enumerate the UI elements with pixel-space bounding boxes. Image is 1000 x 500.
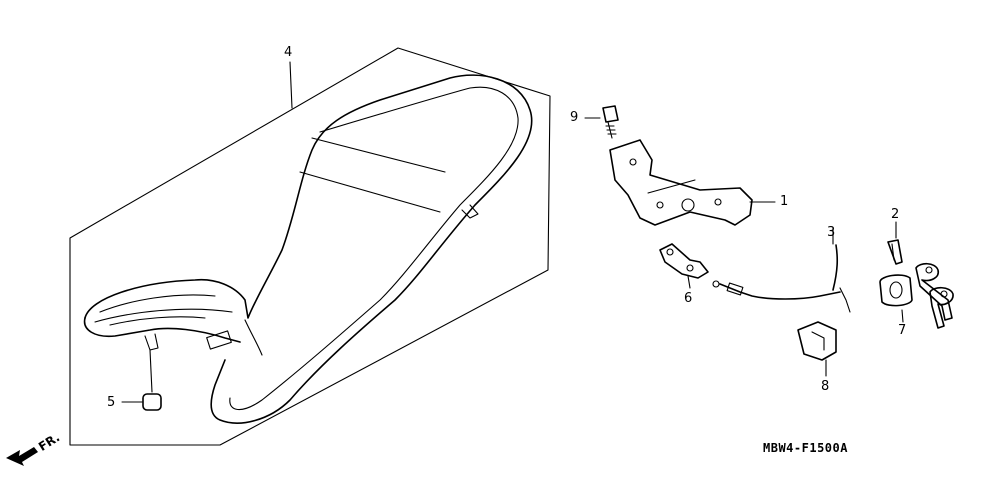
callout-5: 5 xyxy=(107,395,116,410)
part-7-cylinder xyxy=(879,262,954,329)
part-8-holder xyxy=(797,321,837,377)
leader-4 xyxy=(289,61,293,109)
callout-8: 8 xyxy=(821,379,830,394)
callout-1: 1 xyxy=(780,194,789,209)
part-1-bracket xyxy=(609,139,776,226)
callout-4: 4 xyxy=(284,45,293,60)
front-direction-arrow-icon xyxy=(6,447,38,466)
part-2-clip xyxy=(887,221,903,265)
callout-2: 2 xyxy=(891,207,900,222)
seat xyxy=(83,74,533,424)
callout-6: 6 xyxy=(684,291,693,306)
seat-assembly-frame xyxy=(69,47,551,446)
callout-9: 9 xyxy=(570,110,579,125)
part-6-latch xyxy=(659,243,709,289)
diagram-code: MBW4-F1500A xyxy=(763,441,848,455)
part-9-bolt xyxy=(584,105,619,139)
callout-3: 3 xyxy=(827,225,836,240)
part-5-rubber xyxy=(121,349,162,411)
callout-7: 7 xyxy=(898,323,907,338)
part-3-cable xyxy=(712,227,851,313)
